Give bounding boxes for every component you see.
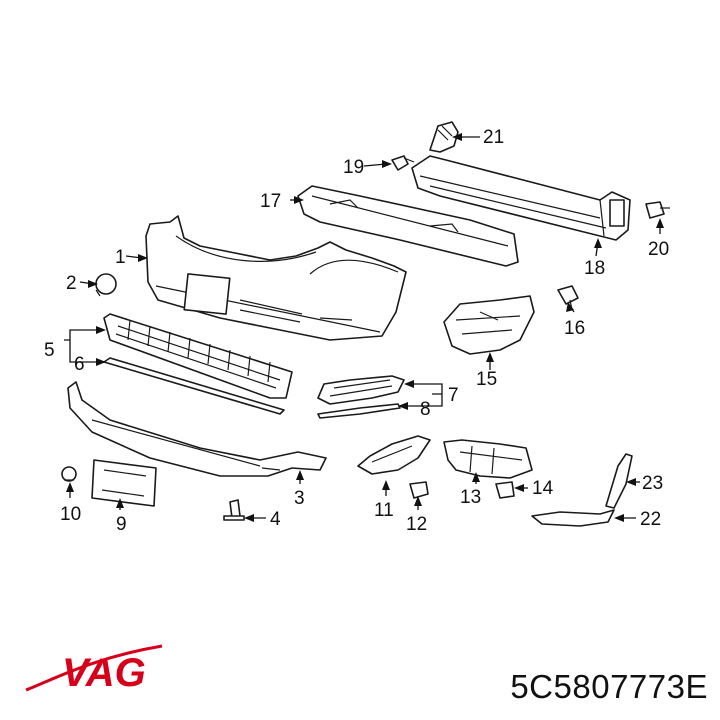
callout-19: 19 xyxy=(343,157,364,178)
part-number: 5C5807773E xyxy=(510,668,708,705)
callout-22: 22 xyxy=(640,509,661,530)
part-18-reinforcement-bar xyxy=(411,155,631,241)
part-19-bolt xyxy=(391,155,415,171)
callout-10: 10 xyxy=(60,504,81,525)
callout-23: 23 xyxy=(642,473,663,494)
part-13-side-mount xyxy=(443,439,533,479)
part-1-bumper-cover xyxy=(145,215,407,341)
part-15-air-guide xyxy=(443,295,535,355)
part-14-clip xyxy=(495,481,515,499)
callout-14: 14 xyxy=(532,478,554,499)
part-5-grille xyxy=(103,313,293,399)
part-12-clip xyxy=(409,481,429,499)
part-11-bracket xyxy=(357,435,431,475)
callout-21: 21 xyxy=(483,127,504,148)
part-2-emblem xyxy=(95,273,117,297)
leader-lines xyxy=(64,133,664,522)
logo-text: VAG xyxy=(62,651,146,695)
part-22-lower-trim xyxy=(531,509,615,527)
part-21-bracket xyxy=(429,121,459,153)
callout-9: 9 xyxy=(116,514,127,535)
vag-logo: VAG xyxy=(25,644,163,695)
callout-11: 11 xyxy=(374,500,394,521)
part-6-molding-strip xyxy=(103,357,285,415)
callout-1: 1 xyxy=(115,247,126,268)
callout-13: 13 xyxy=(460,487,481,508)
part-16-bolt xyxy=(557,285,579,311)
part-17-absorber xyxy=(297,185,519,267)
callout-4: 4 xyxy=(270,509,281,530)
callout-5: 5 xyxy=(44,340,55,361)
callout-20: 20 xyxy=(648,239,669,260)
part-9-license-plate-bracket xyxy=(91,459,157,507)
part-10-clip xyxy=(61,466,77,482)
callout-12: 12 xyxy=(406,514,427,535)
callout-7: 7 xyxy=(448,385,459,406)
callout-16: 16 xyxy=(564,318,585,339)
callout-8: 8 xyxy=(420,399,431,420)
callout-17: 17 xyxy=(260,191,281,212)
part-23-side-trim xyxy=(605,453,633,509)
callout-3: 3 xyxy=(294,488,305,509)
part-3-lower-spoiler xyxy=(67,381,327,477)
callout-6: 6 xyxy=(74,354,85,375)
callout-15: 15 xyxy=(476,369,497,390)
callout-18: 18 xyxy=(584,258,605,279)
part-4-screw xyxy=(223,499,245,521)
part-7-fog-trim xyxy=(317,375,405,405)
callout-2: 2 xyxy=(66,273,77,294)
part-8-chrome-strip xyxy=(317,403,401,419)
logo-swoosh xyxy=(25,644,163,692)
part-20-bolt xyxy=(645,201,670,219)
